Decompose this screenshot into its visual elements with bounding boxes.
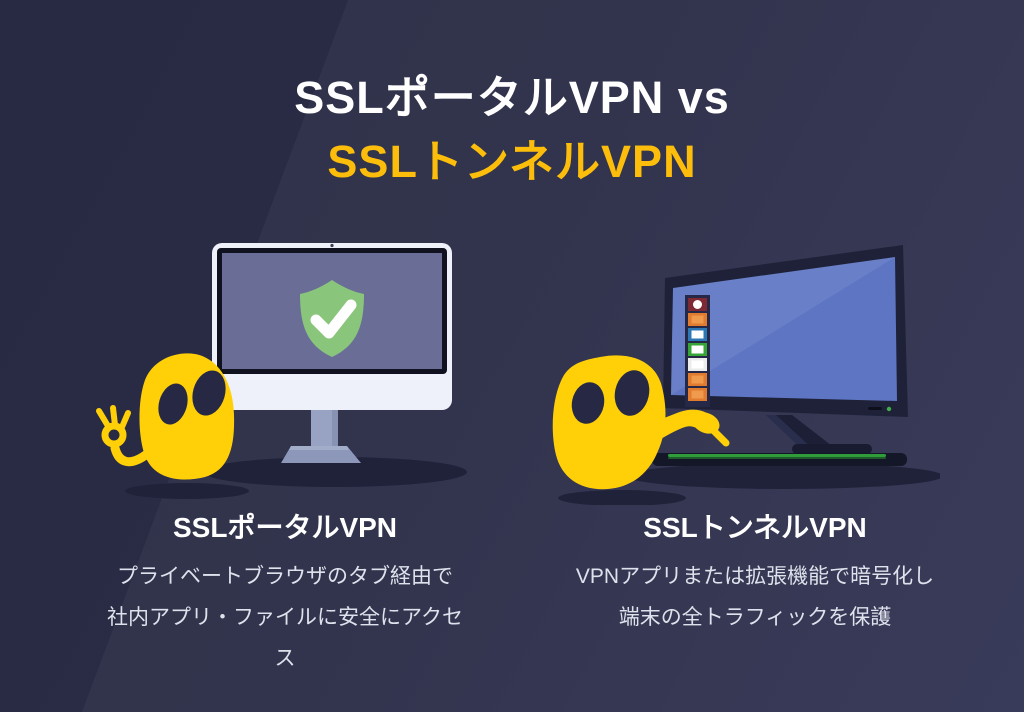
- mascot-shadow: [125, 483, 249, 499]
- keyboard-glow: [668, 454, 886, 457]
- illustration-ssl-tunnel-vpn: [552, 245, 940, 505]
- monitor-shadow: [203, 457, 467, 487]
- ok-hand-finger: [96, 408, 111, 429]
- ok-hand-finger: [110, 405, 118, 428]
- caption-heading: SSLポータルVPN: [172, 512, 398, 543]
- ghost-mascot-ok: [96, 353, 235, 480]
- mascot-arm: [110, 443, 152, 467]
- pointing-finger: [708, 425, 730, 447]
- monitor-stand-highlight: [766, 415, 814, 451]
- caption-desc-line: 社内アプリ・ファイルに安全にアクセ: [107, 606, 463, 630]
- imac-camera-dot: [330, 243, 334, 248]
- mascot-body: [139, 353, 235, 480]
- illustration-ssl-portal-vpn: [96, 243, 467, 499]
- title-line-white: SSLポータルVPN vs: [294, 72, 730, 123]
- dock-icon-7-glyph: [691, 390, 704, 399]
- power-led: [886, 406, 892, 412]
- checkmark-icon: [310, 299, 357, 339]
- dock-icon-5-glyph: [691, 360, 704, 369]
- monitor-shadow: [627, 463, 940, 489]
- dock-icon-3-glyph: [691, 330, 704, 339]
- caption-heading: SSLトンネルVPN: [643, 512, 867, 543]
- caption-desc-line: 端末の全トラフィックを保護: [618, 606, 892, 630]
- dock-icon-6-glyph: [691, 375, 704, 384]
- ghost-mascot-pointing: [552, 355, 730, 490]
- caption-desc-line: プライベートブラウザのタブ経由で: [117, 565, 453, 588]
- caption-desc-line: ス: [274, 647, 296, 671]
- mascot-shadow: [558, 490, 686, 505]
- app-dock-icons: [688, 298, 707, 401]
- monitor-buttons: [868, 407, 882, 410]
- mascot-eye: [158, 383, 188, 425]
- caption-desc-line: VPNアプリまたは拡張機能で暗号化し: [575, 565, 935, 588]
- dock-icon-1-glyph: [693, 300, 702, 309]
- imac-stand-neck-shade: [332, 392, 338, 450]
- shield-icon: [300, 280, 364, 357]
- dock-icon-4-glyph: [691, 345, 704, 354]
- monitor-stand-base: [792, 444, 872, 454]
- imac-stand-base-edge: [289, 446, 349, 450]
- page-title: SSLポータルVPN vs SSLトンネルVPN: [0, 66, 1024, 194]
- keyboard-glow-soft: [668, 457, 886, 459]
- mascot-arm-front: [641, 412, 705, 442]
- caption-ssl-tunnel-vpn: SSLトンネルVPN VPNアプリまたは拡張機能で暗号化し 端末の全トラフィック…: [530, 506, 980, 648]
- imac-stand-base: [281, 446, 361, 463]
- caption-ssl-portal-vpn: SSLポータルVPN プライベートブラウザのタブ経由で 社内アプリ・ファイルに安…: [35, 506, 535, 689]
- title-line-yellow: SSLトンネルVPN: [327, 135, 697, 187]
- mascot-body: [552, 355, 666, 490]
- mascot-eye: [571, 382, 605, 424]
- dock-icon-2-glyph: [691, 315, 704, 324]
- ok-hand-finger: [119, 410, 131, 430]
- mascot-eye: [614, 370, 650, 416]
- monitor-screen: [671, 257, 897, 401]
- screen-sheen: [671, 257, 895, 395]
- mascot-eye: [192, 370, 226, 416]
